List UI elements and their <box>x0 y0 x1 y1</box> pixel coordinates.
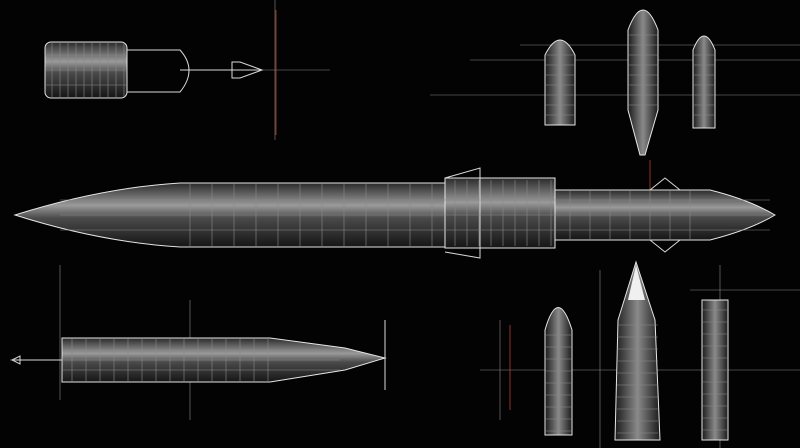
engine-detail-view <box>44 41 264 99</box>
booster-side-view <box>10 320 387 390</box>
rocket-top-views <box>544 9 716 156</box>
main-rocket-side-view <box>13 167 776 259</box>
rocket-vertical-views <box>544 260 729 441</box>
